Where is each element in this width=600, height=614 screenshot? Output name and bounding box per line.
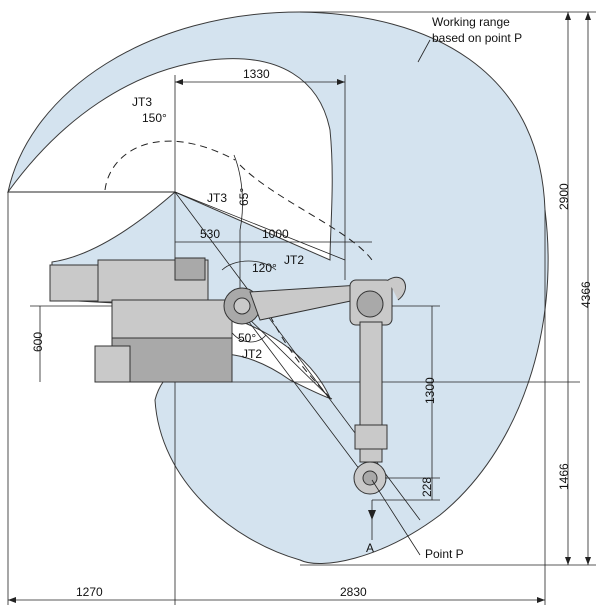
arrow	[537, 597, 545, 603]
working-range-label-1: Working range	[432, 15, 510, 29]
dim-1000-label: 1000	[262, 227, 289, 241]
dim-1466-label: 1466	[557, 463, 571, 490]
jt3-inner-angle: 65°	[237, 188, 251, 206]
dimension-lines	[8, 11, 596, 605]
jt2-lower-angle: 50°	[238, 331, 256, 345]
jt3-150-arc	[104, 140, 236, 191]
arrow	[585, 557, 591, 565]
jt3-65-arc	[233, 154, 243, 231]
dim-530-label: 530	[200, 227, 220, 241]
jt3-upper-label: JT3	[132, 95, 152, 109]
robot	[49, 257, 406, 495]
jt2-upper-angle: 120°	[252, 261, 277, 275]
arrow	[565, 557, 571, 565]
jt2-lower-label: JT2	[242, 347, 262, 361]
dim-4366-label: 4366	[579, 281, 593, 308]
dim-2900-label: 2900	[557, 183, 571, 210]
jt2-upper-label: JT2	[284, 253, 304, 267]
dim-600-label: 600	[31, 332, 45, 352]
base-upper	[111, 299, 233, 341]
jt2-range-arc-upper	[239, 164, 373, 261]
dim-228-label: 228	[420, 477, 434, 497]
working-range-leader	[417, 39, 431, 63]
arrow	[337, 79, 345, 85]
wrist-housing	[354, 424, 388, 450]
point-p-label: Point P	[425, 547, 464, 561]
arrow	[175, 79, 183, 85]
base-side-unit	[94, 345, 131, 383]
jt2-lower-line	[239, 309, 331, 399]
jt2-50-arc	[229, 329, 267, 343]
arrow	[565, 12, 571, 20]
dim-2830-label: 2830	[340, 585, 367, 599]
view-a-label: A	[366, 541, 374, 555]
point-p-leader	[371, 479, 421, 556]
jt2-diag-line	[239, 309, 361, 471]
cable-loop	[387, 277, 406, 301]
dim-1300-label: 1300	[423, 377, 437, 404]
base-lower	[111, 337, 233, 383]
jt2-120-arc	[221, 260, 277, 271]
dim-1330-label: 1330	[243, 67, 270, 81]
working-range-label-2: based on point P	[432, 31, 522, 45]
arrow	[8, 597, 16, 603]
view-a-arrow	[368, 510, 376, 520]
jt3-inner-label: JT3	[207, 191, 227, 205]
jt3-line	[174, 191, 346, 261]
jt2-range-arc-lower	[264, 304, 331, 399]
dim-1270-label: 1270	[76, 585, 103, 599]
working-range-cutout	[7, 58, 333, 261]
jt2-joint-hub	[233, 297, 251, 315]
elbow-joint	[356, 290, 384, 318]
arrow	[585, 12, 591, 20]
motor-cap	[174, 257, 206, 281]
wrist-center	[362, 470, 378, 486]
jt3-upper-angle: 150°	[142, 111, 167, 125]
